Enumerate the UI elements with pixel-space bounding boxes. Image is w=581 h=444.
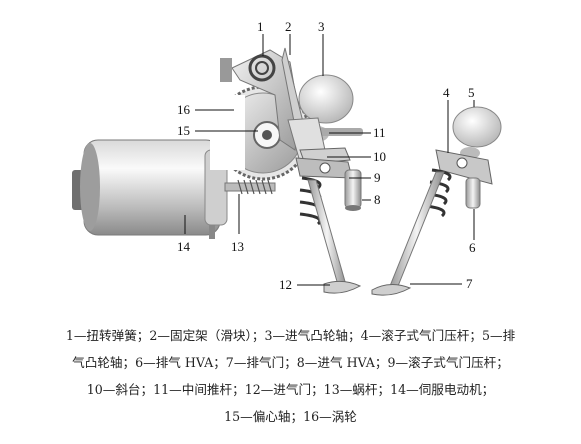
callout-13: 13 xyxy=(231,239,244,254)
callout-9: 9 xyxy=(374,170,381,185)
intake-valve xyxy=(299,176,362,294)
intake-hva xyxy=(344,169,362,211)
callout-16: 16 xyxy=(177,102,191,117)
callout-7: 7 xyxy=(466,276,473,291)
exhaust-valve xyxy=(371,168,452,296)
callout-3: 3 xyxy=(318,19,325,34)
callout-6: 6 xyxy=(469,240,476,255)
legend: 1—扭转弹簧；2—固定架（滑块）；3—进气凸轮轴；4—滚子式气门压杆；5—排 气… xyxy=(0,322,581,444)
callout-numbers: 1 2 3 4 5 6 7 8 9 10 11 12 13 14 15 16 xyxy=(177,19,476,292)
callout-10: 10 xyxy=(373,149,386,164)
worm-shaft xyxy=(224,179,276,195)
legend-line: 气凸轮轴；6—排气 HVA；7—排气门；8—进气 HVA；9—滚子式气门压杆； xyxy=(72,355,509,370)
legend-line: 1—扭转弹簧；2—固定架（滑块）；3—进气凸轮轴；4—滚子式气门压杆；5—排 xyxy=(65,328,516,343)
callout-15: 15 xyxy=(177,123,190,138)
valve-train-diagram: 1 2 3 4 5 6 7 8 9 10 11 12 13 14 15 16 xyxy=(72,19,502,296)
callout-14: 14 xyxy=(177,239,191,254)
callout-4: 4 xyxy=(443,85,450,100)
callout-12: 12 xyxy=(279,277,292,292)
servo-motor xyxy=(72,139,228,239)
callout-2: 2 xyxy=(285,19,292,34)
callout-5: 5 xyxy=(468,85,475,100)
callout-8: 8 xyxy=(374,192,381,207)
torsion-spring xyxy=(248,54,276,82)
exhaust-roller-rocker xyxy=(435,149,493,185)
legend-line: 15—偏心轴；16—涡轮 xyxy=(224,409,357,424)
callout-11: 11 xyxy=(373,125,386,140)
legend-line: 10—斜台；11—中间推杆；12—进气门；13—蜗杆；14—伺服电动机； xyxy=(86,382,495,397)
exhaust-hva xyxy=(465,177,481,209)
exhaust-camshaft xyxy=(452,106,502,159)
eccentric-shaft xyxy=(253,121,281,149)
callout-1: 1 xyxy=(257,19,264,34)
leader-lines xyxy=(184,34,475,286)
